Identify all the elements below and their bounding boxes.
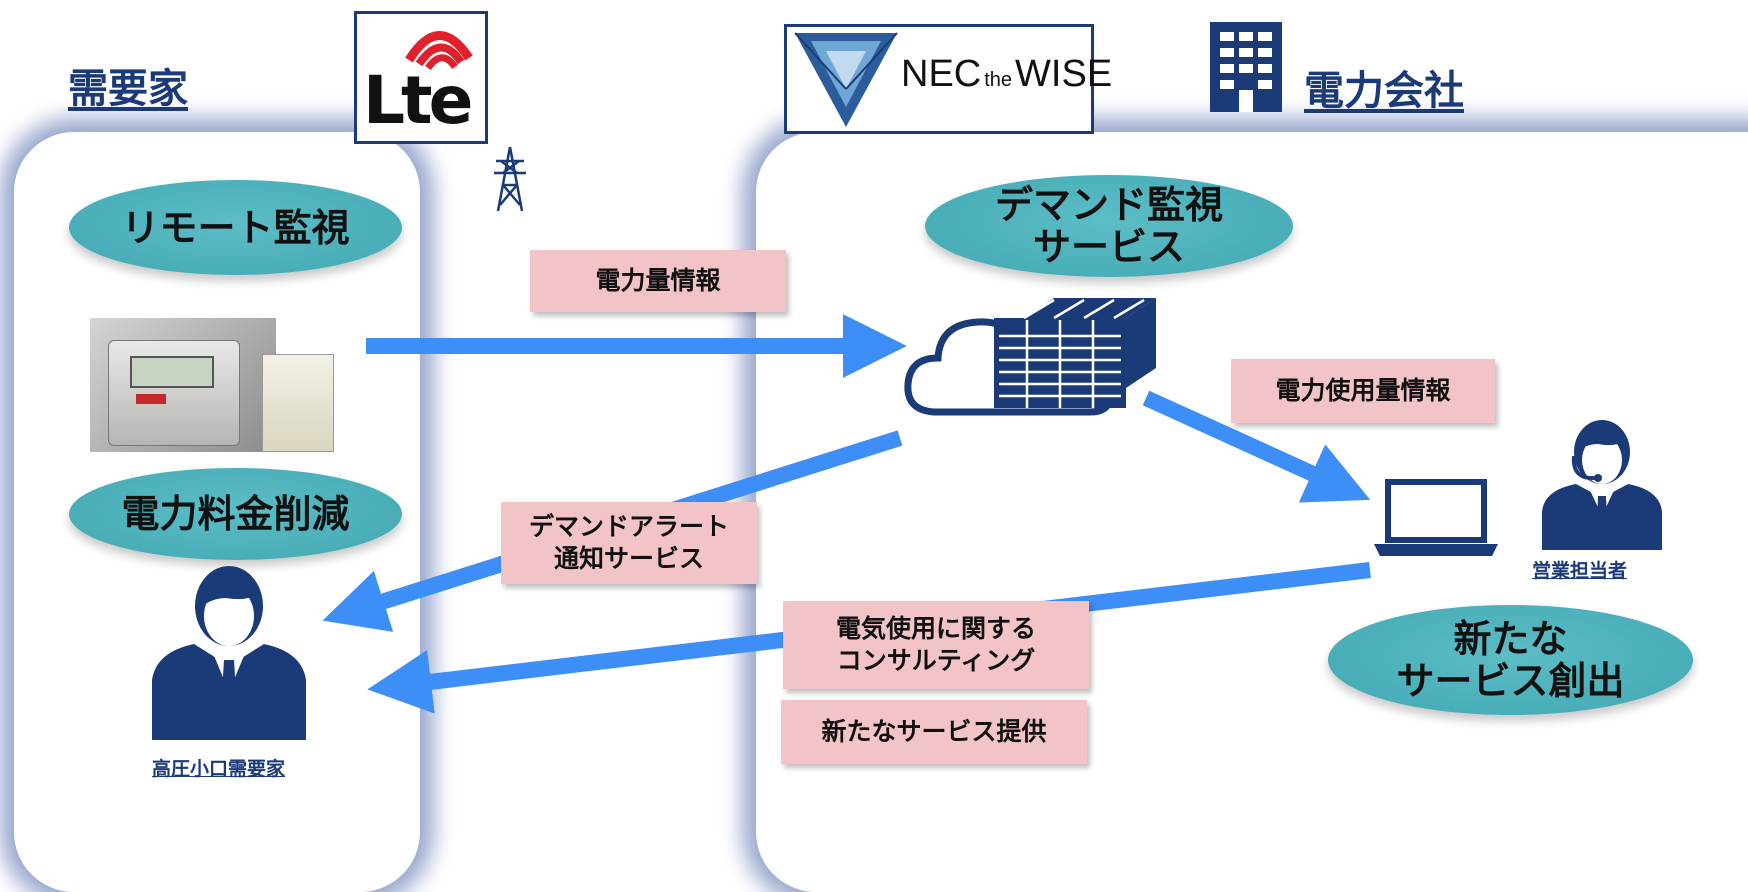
transmission-tower-icon: [494, 146, 526, 212]
customer-person-icon: [152, 566, 306, 740]
new-service-creation-ellipse: 新たな サービス創出: [1328, 605, 1693, 715]
demand-alert-label: デマンドアラート 通知サービス: [501, 502, 757, 584]
lte-logo-text: Lte: [363, 62, 473, 139]
power-amount-label: 電力量情報: [530, 250, 786, 312]
remote-monitoring-ellipse: リモート監視: [69, 180, 402, 275]
wise-emblem-icon: [794, 32, 898, 127]
sales-person-caption: 営業担当者: [1532, 560, 1628, 582]
server-rack-icon: [994, 298, 1156, 408]
building-icon: [1210, 22, 1282, 112]
laptop-icon: [1374, 479, 1498, 556]
new-service-provision-label: 新たなサービス提供: [781, 700, 1087, 764]
power-usage-label: 電力使用量情報: [1231, 359, 1495, 423]
power-company-heading: 電力会社: [1304, 68, 1464, 114]
sales-operator-icon: [1542, 420, 1662, 550]
power-cost-reduction-ellipse: 電力料金削減: [69, 468, 402, 560]
arrow-cloud-to-laptop: [1142, 390, 1371, 503]
signal-waves-icon: [405, 31, 473, 71]
demand-monitoring-service-ellipse: デマンド監視 サービス: [925, 175, 1293, 277]
power-meter-photo: [90, 318, 334, 452]
cloud-server-icon: [904, 298, 1156, 416]
lte-logo: Lte: [354, 11, 488, 144]
consulting-label: 電気使用に関する コンサルティング: [783, 601, 1089, 689]
customer-heading: 需要家: [68, 66, 188, 112]
customer-person-caption: 高圧小口需要家: [152, 758, 286, 780]
